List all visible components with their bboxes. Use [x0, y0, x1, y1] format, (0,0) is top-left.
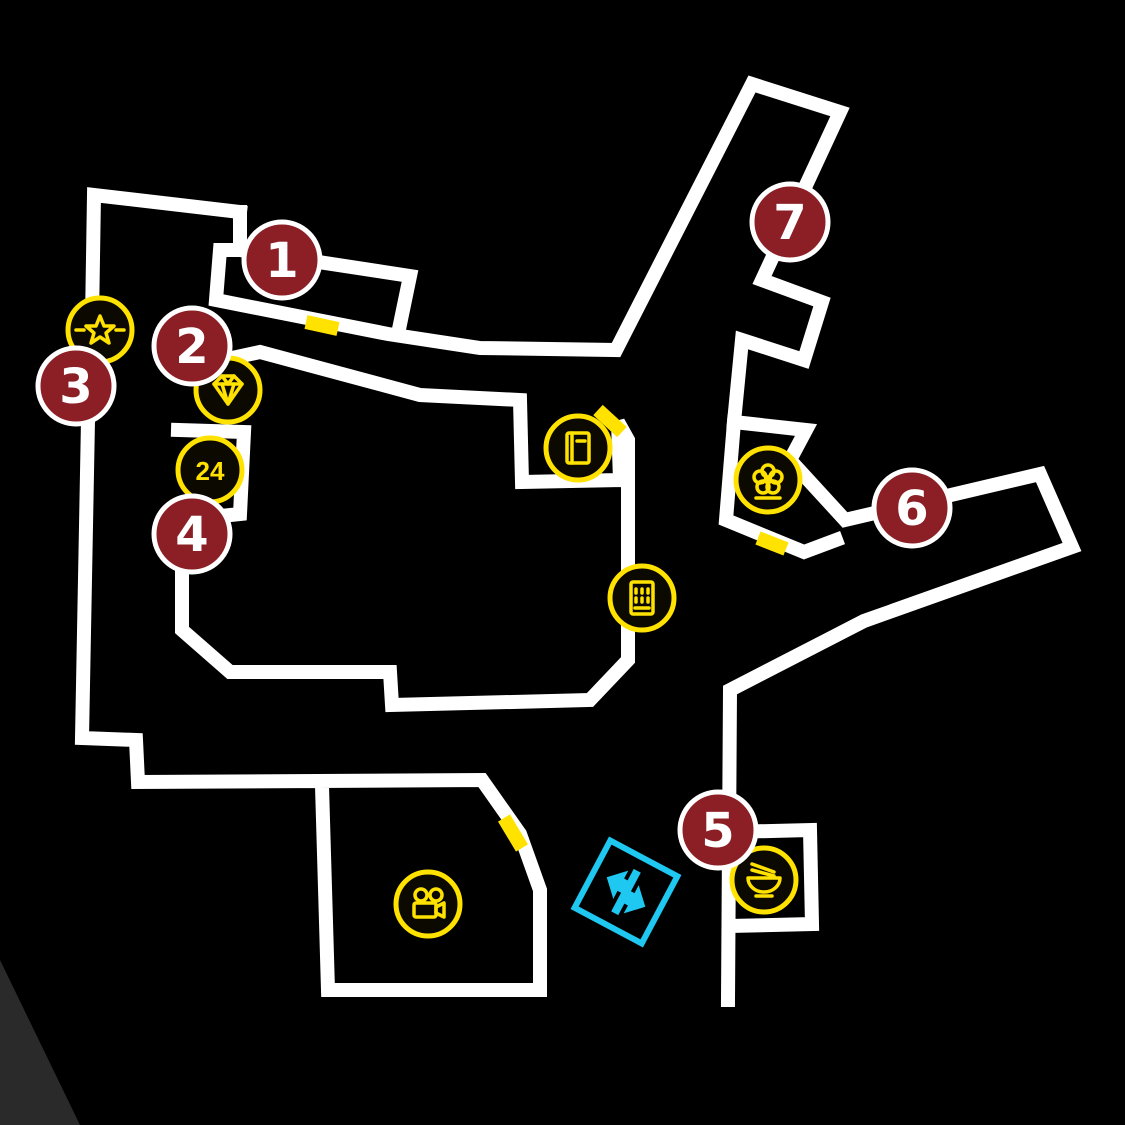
marker-5[interactable]: 5: [677, 789, 759, 871]
flower-icon[interactable]: [733, 445, 803, 515]
marker-6[interactable]: 6: [871, 467, 953, 549]
door-flower-room: [755, 531, 789, 556]
marker-1-label: 1: [265, 233, 298, 289]
marker-4-label: 4: [175, 507, 208, 563]
marker-2-label: 2: [175, 319, 208, 375]
poi-24-label: 24: [196, 456, 225, 486]
marker-5-label: 5: [701, 803, 734, 859]
marker-3-label: 3: [59, 359, 92, 415]
ramen-bowl-icon[interactable]: [729, 845, 799, 915]
wall-top-corridor: [208, 75, 1082, 1008]
exit-arrows-icon[interactable]: [570, 836, 682, 948]
door-cinema: [497, 814, 529, 852]
map-edge-shadow: [0, 960, 80, 1125]
book-icon[interactable]: [543, 413, 613, 483]
door-bookstore: [593, 404, 627, 438]
marker-2[interactable]: 2: [151, 305, 233, 387]
wall-ramen-room: [722, 822, 820, 934]
marker-7[interactable]: 7: [749, 181, 831, 263]
star-badge-icon[interactable]: [65, 295, 135, 365]
door-room-1: [304, 315, 340, 336]
marker-7-label: 7: [773, 195, 806, 251]
vending-machine-icon[interactable]: [607, 563, 677, 633]
map-doors: [304, 315, 789, 852]
marker-4[interactable]: 4: [151, 493, 233, 575]
marker-1[interactable]: 1: [241, 219, 323, 301]
marker-6-label: 6: [895, 481, 928, 537]
movie-camera-icon[interactable]: [393, 869, 463, 939]
marker-3[interactable]: 3: [35, 345, 117, 427]
convenience-store-24-icon[interactable]: 24: [175, 435, 245, 505]
